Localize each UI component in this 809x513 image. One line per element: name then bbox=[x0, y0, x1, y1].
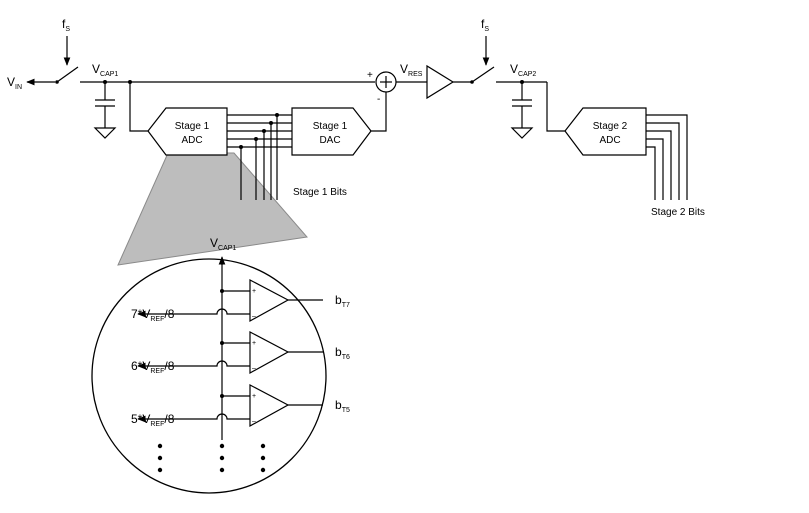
stage2-bit-outputs bbox=[646, 114, 688, 200]
stage2-bits-label: Stage 2 Bits bbox=[651, 207, 705, 218]
continuation-dots bbox=[157, 443, 266, 473]
stage1-bits-label: Stage 1 Bits bbox=[293, 187, 347, 198]
comparator-t5-plus: + bbox=[252, 393, 256, 400]
stage2-adc-label2: ADC bbox=[599, 135, 620, 146]
output-t5-label: bT5 bbox=[335, 398, 350, 414]
stage2-adc-label1: Stage 2 bbox=[593, 121, 628, 132]
output-t7-label: bT7 bbox=[335, 293, 350, 309]
comparator-t5 bbox=[137, 384, 323, 428]
output-t6-label: bT6 bbox=[335, 345, 350, 361]
comparator-t6-minus: – bbox=[252, 365, 256, 372]
vcap1-label: VCAP1 bbox=[92, 62, 118, 78]
vres-label: VRES bbox=[400, 62, 423, 78]
ground2-symbol bbox=[510, 127, 534, 139]
stage1-dac-label1: Stage 1 bbox=[313, 121, 348, 132]
stage1-bit-taps bbox=[239, 113, 279, 200]
zoom-vcap1-label: VCAP1 bbox=[210, 236, 236, 252]
ref-7-label: 7*VREF/8 bbox=[131, 307, 175, 323]
comparator-t5-minus: – bbox=[252, 418, 256, 425]
adc2-input-wire bbox=[546, 82, 565, 132]
switch1 bbox=[56, 66, 79, 83]
vcap2-label: VCAP2 bbox=[510, 62, 536, 78]
zoom-circle bbox=[91, 258, 327, 494]
ref-5-label: 5*VREF/8 bbox=[131, 412, 175, 428]
comparator-t6 bbox=[137, 331, 323, 375]
comparator-t7-plus: + bbox=[252, 288, 256, 295]
switch2 bbox=[471, 66, 495, 83]
comparator-t7 bbox=[137, 279, 323, 323]
stage1-adc-label2: ADC bbox=[181, 135, 202, 146]
summing-plus: + bbox=[367, 70, 373, 81]
stage1-dac-label2: DAC bbox=[319, 135, 340, 146]
fs1-label: fS bbox=[62, 17, 70, 33]
comparator-t6-plus: + bbox=[252, 340, 256, 347]
ref-6-label: 6*VREF/8 bbox=[131, 359, 175, 375]
summing-minus: - bbox=[377, 94, 380, 105]
residue-amplifier bbox=[426, 64, 455, 100]
dac-output-wire bbox=[371, 92, 387, 132]
comparator-t7-minus: – bbox=[252, 313, 256, 320]
stage1-adc-label1: Stage 1 bbox=[175, 121, 210, 132]
fs2-label: fS bbox=[481, 17, 489, 33]
ground1-symbol bbox=[93, 127, 117, 139]
adc1-input-wire bbox=[129, 82, 148, 132]
vin-label: VIN bbox=[7, 75, 22, 91]
